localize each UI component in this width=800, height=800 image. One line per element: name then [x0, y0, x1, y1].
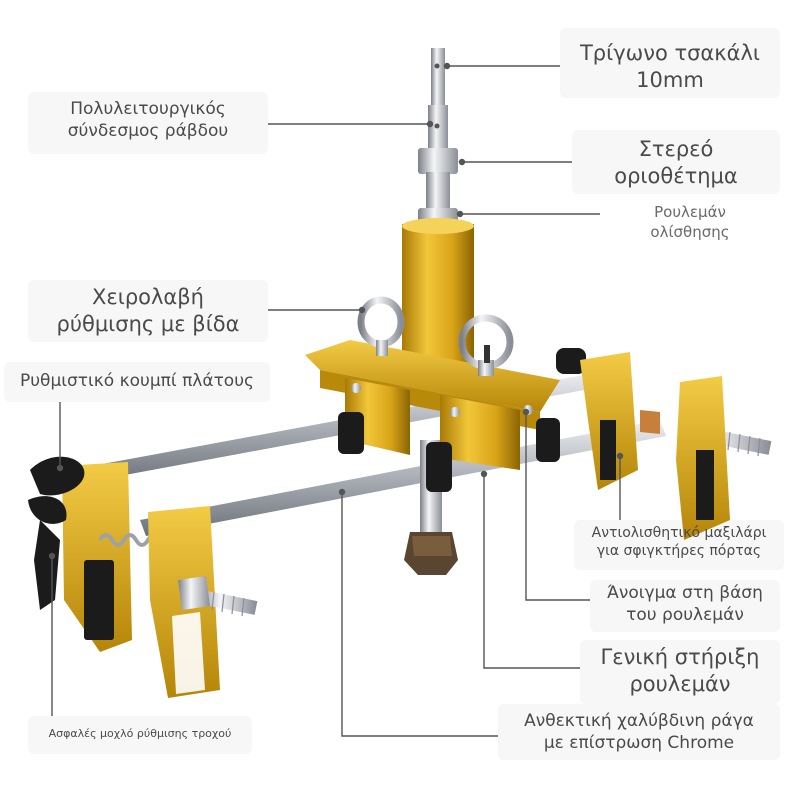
label-box	[4, 362, 270, 402]
wing-knob	[28, 456, 85, 610]
label-triangle-shank: Τρίγωνο τσακάλι 10mm	[560, 40, 780, 95]
label-line: για σφιγκτήρες πόρτας	[596, 543, 762, 560]
left-front-clamp	[98, 506, 258, 698]
eye-bolt-right	[458, 314, 514, 376]
label-line: Ανθεκτική χαλύβδινη ράγα	[524, 711, 754, 731]
leader-lines	[48, 62, 624, 737]
label-screw-handle: Χειρολαβή ρύθμισης με βίδα	[28, 284, 268, 339]
label-safety-lever: Ασφαλές μοχλό ρύθμισης τροχού	[28, 727, 252, 741]
right-front-clamp	[640, 376, 772, 540]
left-rear-clamp	[28, 456, 132, 652]
label-box	[560, 28, 780, 98]
label-line: Ασφαλές μοχλό ρύθμισης τροχού	[48, 727, 232, 740]
label-line: Στερεό	[638, 137, 714, 161]
label-steel-rail: Ανθεκτική χαλύβδινη ράγα με επίστρωση Ch…	[498, 710, 780, 754]
label-box	[590, 580, 780, 632]
front-rail	[140, 420, 666, 536]
label-bearing-base-opening: Άνοιγμα στη βάση του ρουλεμάν	[590, 582, 780, 626]
label-line: οριοθέτημα	[614, 164, 738, 189]
label-line: 10mm	[636, 68, 704, 93]
label-box	[572, 130, 780, 194]
label-line: ρουλεμάν	[629, 672, 731, 697]
label-box	[574, 520, 784, 570]
label-line: σύνδεσμος ράβδου	[67, 121, 229, 142]
label-line: Ρουλεμάν	[654, 203, 726, 221]
label-box	[28, 280, 268, 342]
label-box	[580, 640, 780, 704]
label-line: με επίστρωση Chrome	[543, 733, 735, 754]
eye-bolt-left	[357, 296, 405, 356]
label-line: Αντιολισθητικό μαξιλάρι	[591, 525, 767, 541]
rail-bushings	[338, 348, 586, 492]
label-bearing-support: Γενική στήριξη ρουλεμάν	[580, 644, 780, 699]
label-anti-slip-pad: Αντιολισθητικό μαξιλάρι για σφιγκτήρες π…	[574, 524, 784, 560]
label-box	[28, 92, 268, 154]
label-line: Ρυθμιστικό κουμπί πλάτους	[19, 371, 255, 391]
label-solid-stop: Στερεό οριοθέτημα	[572, 136, 780, 191]
label-line: Τρίγωνο τσακάλι	[579, 41, 761, 65]
label-line: ολίσθησης	[650, 222, 730, 241]
label-line: Πολυλειτουργικός	[70, 99, 226, 119]
label-line: του ρουλεμάν	[626, 605, 744, 626]
label-box	[498, 704, 780, 760]
label-multi-connection: Πολυλειτουργικός σύνδεσμος ράβδου	[28, 98, 268, 142]
label-line: Άνοιγμα στη βάση	[607, 583, 763, 603]
label-box	[28, 716, 252, 754]
label-line: ρύθμισης με βίδα	[56, 312, 240, 337]
label-line: Γενική στήριξη	[600, 645, 760, 669]
label-width-knob: Ρυθμιστικό κουμπί πλάτους	[4, 370, 270, 392]
right-rear-clamp	[580, 352, 638, 490]
label-line: Χειρολαβή	[91, 285, 204, 309]
shank-rod	[418, 48, 458, 224]
label-sliding-bearing: Ρουλεμάν ολίσθησης	[600, 203, 780, 242]
